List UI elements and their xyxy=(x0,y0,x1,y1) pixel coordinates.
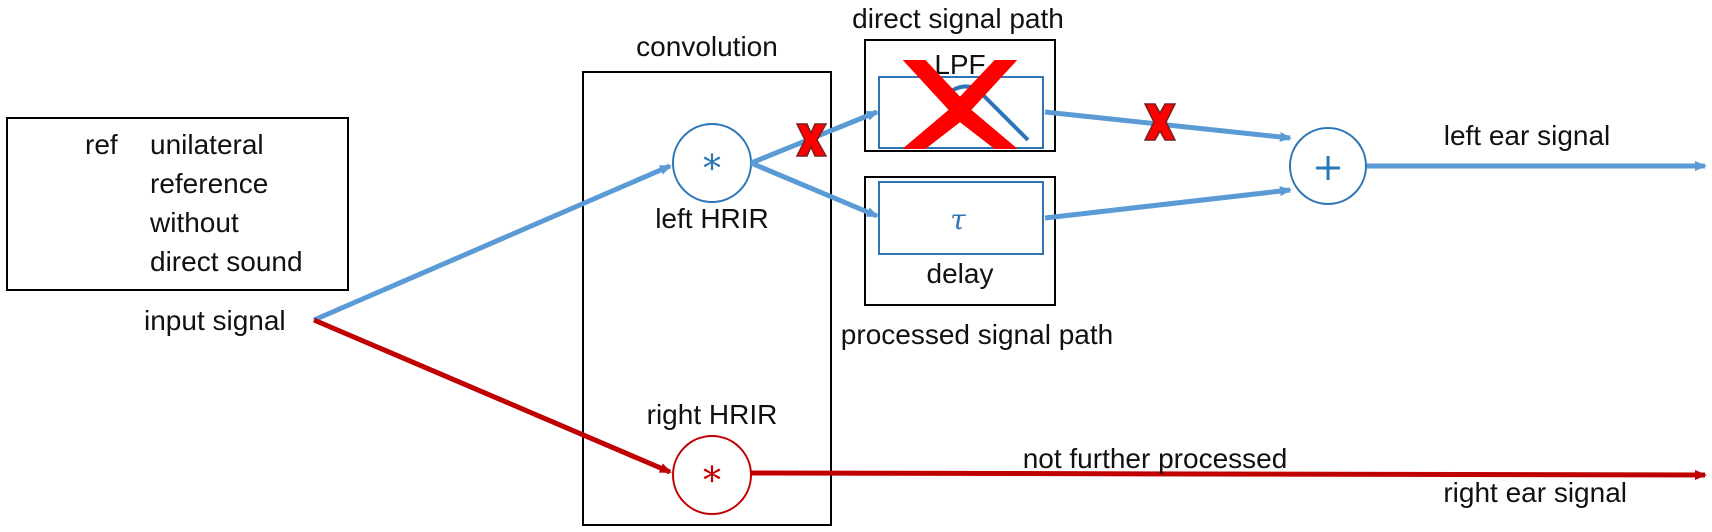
lpf-block xyxy=(878,76,1044,149)
convolution-label: convolution xyxy=(636,31,778,62)
right-output-wire xyxy=(750,469,1707,480)
input-signal-label: input signal xyxy=(144,305,286,336)
legend-line-1: unilateral xyxy=(150,129,264,160)
delay-block xyxy=(878,181,1044,255)
red-x-icon xyxy=(902,60,1018,149)
delay-label: delay xyxy=(927,258,994,289)
red-x-icon xyxy=(1143,103,1177,141)
lpf-label: LPF xyxy=(934,49,985,80)
right-hrir-label: right HRIR xyxy=(647,399,778,430)
processed-path-label: processed signal path xyxy=(841,319,1113,350)
left-ear-signal-label: left ear signal xyxy=(1444,120,1611,151)
sum-symbol: + xyxy=(1312,145,1344,189)
sum-node xyxy=(1289,127,1367,205)
left-hrir-to-delay-wire xyxy=(750,160,879,219)
legend-box xyxy=(6,117,349,291)
direct-path-label: direct signal path xyxy=(852,3,1064,34)
not-processed-label: not further processed xyxy=(1023,443,1288,474)
input-to-left-hrir-wire xyxy=(313,163,672,323)
left-hrir-label: left HRIR xyxy=(655,203,769,234)
right-ear-signal-label: right ear signal xyxy=(1443,477,1627,508)
input-to-right-hrir-wire xyxy=(313,317,672,475)
red-x-icon xyxy=(795,123,828,157)
right-convolve-symbol: * xyxy=(703,461,721,502)
delay-to-sum-wire xyxy=(1044,186,1292,221)
direct-path-box xyxy=(864,39,1056,152)
legend-line-2: reference xyxy=(150,168,268,199)
tau-symbol: τ xyxy=(950,203,966,236)
left-convolve-symbol: * xyxy=(703,149,721,190)
legend-key: ref xyxy=(85,129,118,160)
legend-line-4: direct sound xyxy=(150,246,303,277)
convolution-box xyxy=(582,71,832,526)
processed-path-box xyxy=(864,176,1056,306)
legend-line-3: without xyxy=(149,207,239,238)
